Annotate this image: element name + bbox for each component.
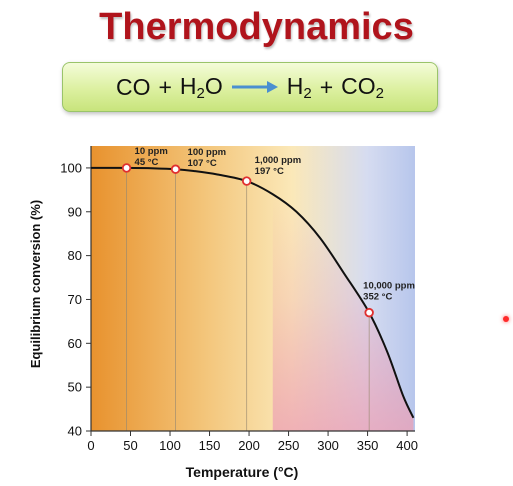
x-tick-label: 250 (278, 438, 300, 453)
data-point-marker (364, 307, 374, 318)
x-tick-label: 50 (123, 438, 137, 453)
laser-pointer-dot (503, 316, 509, 322)
x-tick-label: 400 (396, 438, 418, 453)
product-h2: H2 (286, 72, 312, 102)
plus-sign: + (158, 73, 172, 100)
y-tick-label: 100 (60, 160, 82, 175)
pink-region (272, 194, 414, 431)
y-tick-label: 80 (68, 248, 82, 263)
data-point-marker (121, 163, 132, 173)
point-label-ppm: 1,000 ppm (255, 155, 301, 166)
reactant-h2o: H2O (179, 72, 223, 102)
x-tick-label: 0 (87, 438, 94, 453)
y-tick-label: 40 (68, 424, 82, 439)
y-axis-label: Equilibrium conversion (%) (28, 200, 43, 368)
point-label-temp: 45 °C (135, 157, 159, 168)
point-label-temp: 107 °C (188, 158, 217, 169)
point-label-ppm: 10 ppm (135, 146, 168, 157)
x-axis-label: Temperature (°C) (186, 464, 299, 480)
reactant-co: CO (115, 73, 151, 100)
x-tick-label: 100 (159, 438, 181, 453)
reaction-arrow-icon (231, 81, 278, 93)
y-tick-label: 60 (68, 336, 82, 351)
point-label-temp: 352 °C (363, 292, 392, 303)
conversion-curve (90, 166, 415, 419)
y-tick-label: 70 (68, 292, 82, 307)
reaction-equation-box: CO + H2O H2 + CO2 (62, 62, 438, 112)
point-label-ppm: 100 ppm (188, 147, 227, 158)
x-tick-label: 150 (199, 438, 221, 453)
point-label-temp: 197 °C (255, 166, 284, 177)
data-point-marker (170, 164, 181, 174)
y-tick-label: 50 (68, 380, 82, 395)
x-tick-label: 200 (238, 438, 260, 453)
x-tick-label: 300 (317, 438, 339, 453)
data-point-marker (241, 176, 252, 186)
point-label-ppm: 10,000 ppm (363, 281, 415, 292)
chart-axes: 40 50 60 70 80 90 100 0 50 100 150 200 250 300 350 400 (60, 146, 418, 453)
product-co2: CO2 (341, 72, 385, 102)
plus-sign: + (319, 73, 334, 100)
y-tick-label: 90 (68, 204, 82, 219)
page-title: Thermodynamics (99, 6, 414, 48)
plot-area (91, 146, 415, 431)
x-tick-label: 350 (357, 438, 379, 453)
reaction-equation: CO + H2O H2 + CO2 (116, 73, 384, 102)
